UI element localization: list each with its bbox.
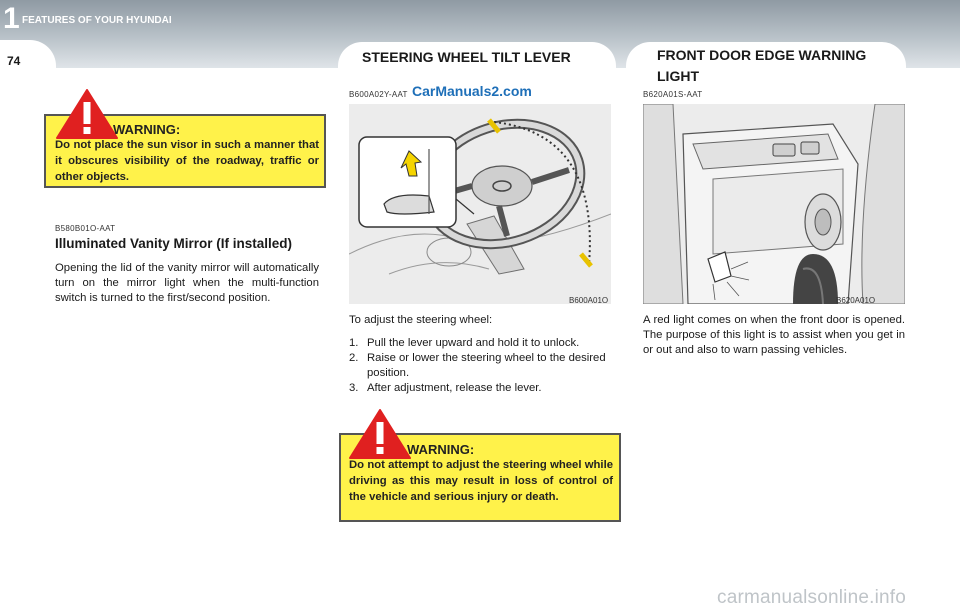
vanity-mirror-heading: Illuminated Vanity Mirror (If installed) — [55, 236, 293, 251]
steering-step: 2.Raise or lower the steering wheel to t… — [349, 352, 606, 379]
page-number: 74 — [7, 54, 21, 68]
door-light-section-code: B620A01S-AAT — [643, 90, 703, 99]
steering-wheel-illustration — [349, 104, 611, 304]
sun-visor-warning-text: Do not place the sun visor in such a man… — [55, 139, 319, 183]
door-light-section-title: FRONT DOOR EDGE WARNING LIGHT — [657, 47, 867, 84]
steering-step: 1.Pull the lever upward and hold it to u… — [349, 337, 580, 349]
vanity-mirror-body: Opening the lid of the vanity mirror wil… — [55, 262, 319, 304]
steering-warning-text: Do not attempt to adjust the steering wh… — [349, 459, 613, 503]
door-light-body: A red light comes on when the front door… — [643, 314, 905, 356]
header-tab-middle — [338, 42, 616, 72]
steering-section-title: STEERING WHEEL TILT LEVER — [362, 49, 571, 65]
steering-steps-list: 1.Pull the lever upward and hold it to u… — [349, 336, 611, 396]
footer-watermark: carmanualsonline.info — [717, 587, 907, 608]
steering-section-code: B600A02Y-AAT — [349, 90, 408, 99]
steering-warning-title: WARNING: — [407, 442, 475, 457]
steering-step: 3.After adjustment, release the lever. — [349, 382, 542, 394]
door-edge-figure — [643, 104, 905, 304]
vanity-section-code: B580B01O-AAT — [55, 224, 116, 233]
header-tab-left — [0, 40, 56, 72]
steering-intro: To adjust the steering wheel: — [349, 314, 493, 326]
warning-triangle-icon — [349, 409, 411, 459]
steering-wheel-figure — [349, 104, 611, 304]
header-tab-right — [626, 42, 906, 72]
warning-triangle-icon — [56, 89, 118, 139]
sun-visor-warning-title: WARNING: — [113, 122, 181, 137]
chapter-number: 1 — [3, 2, 20, 35]
watermark-text: CarManuals2.com — [412, 83, 532, 99]
chapter-title: FEATURES OF YOUR HYUNDAI — [22, 15, 172, 26]
door-light-figure-code: B620A01O — [836, 296, 876, 305]
steering-figure-code: B600A01O — [569, 296, 609, 305]
door-edge-illustration — [643, 104, 905, 304]
